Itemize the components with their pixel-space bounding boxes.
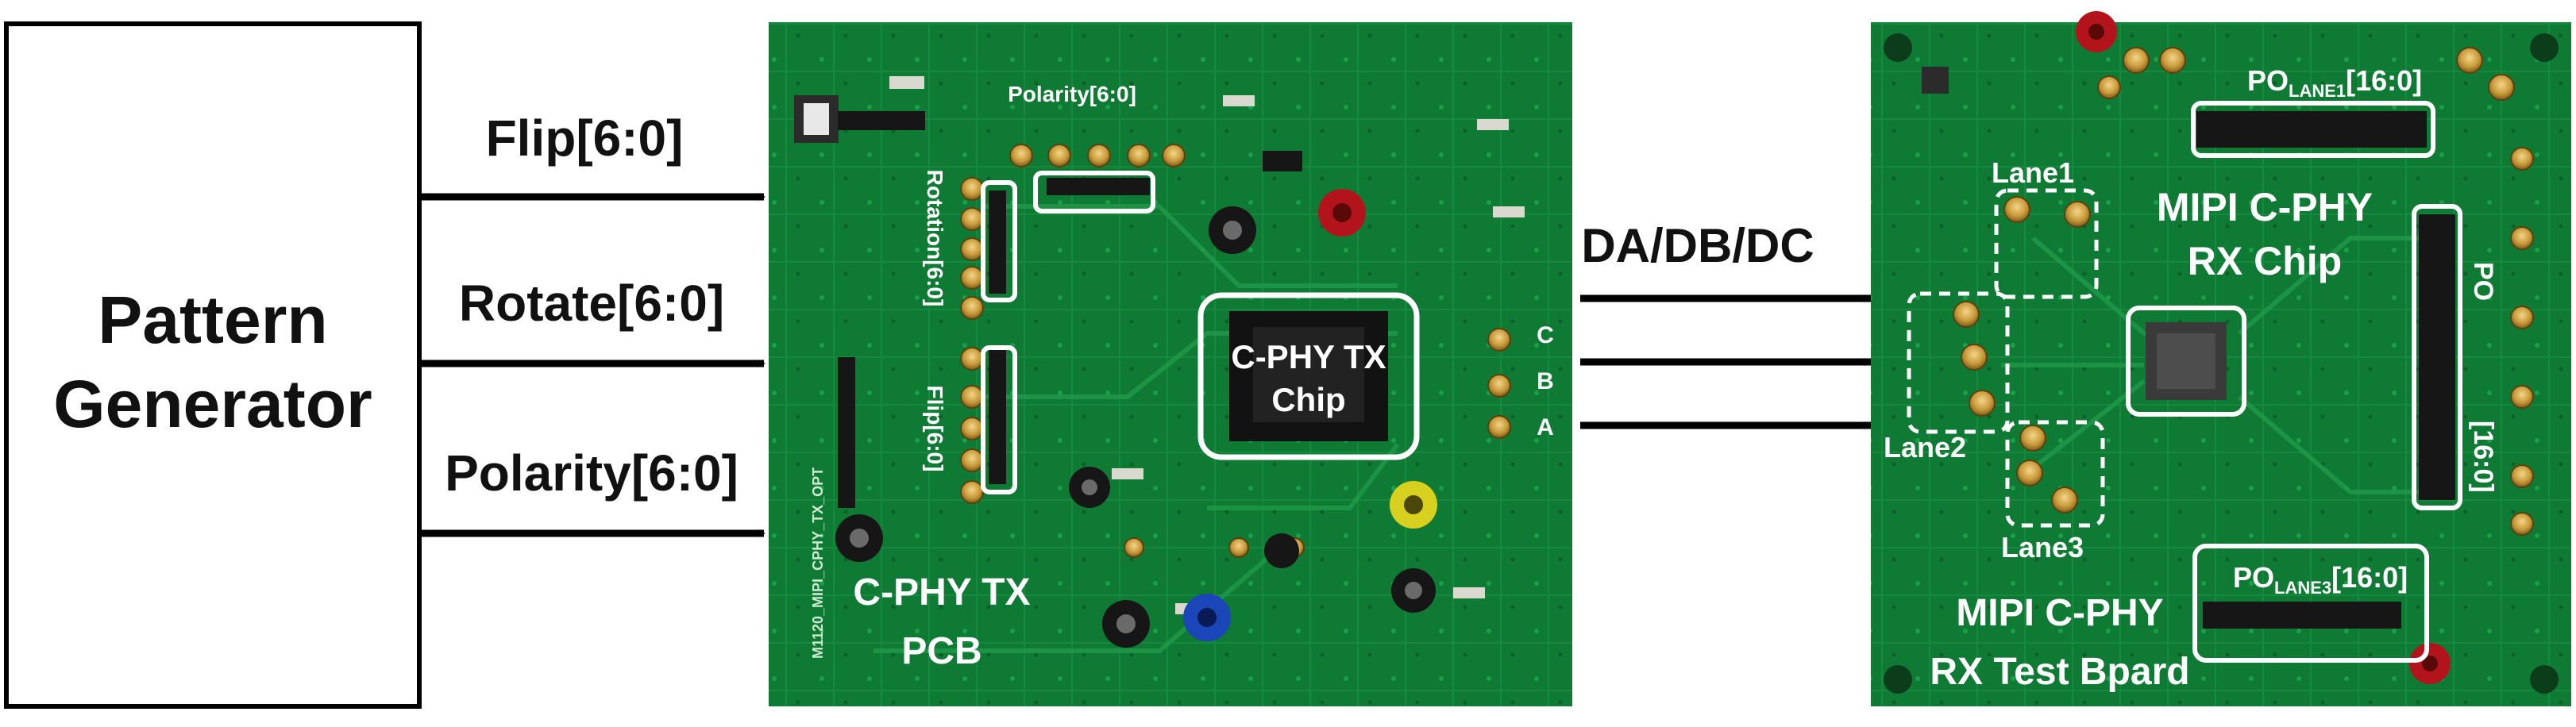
tx-polarity-box (1033, 171, 1155, 213)
tx-flip-label: Flip[6:0] (923, 386, 947, 472)
tx-rotation-box (981, 180, 1017, 302)
rx-chip-label-line1: MIPI C-PHY (2157, 185, 2373, 229)
rx-lane2-box (1907, 291, 2010, 434)
tx-board-label-line1: C-PHY TX (853, 571, 1030, 614)
rx-test-board: POLANE1[16:0] PO [16:0] POLANE3[16:0] La… (1871, 11, 2571, 706)
rx-chip (2126, 306, 2246, 417)
bus-arrows: DA/DB/DC (1580, 219, 1872, 429)
tx-chip-label-line1: C-PHY TX (1231, 338, 1386, 375)
rx-po-lane2-box (2412, 204, 2462, 510)
rx-board-label-line1: MIPI C-PHY (1956, 592, 2163, 634)
tx-board-label-line2: PCB (901, 630, 981, 672)
rx-lane1-box (1994, 188, 2099, 299)
rx-po-lane2-main: PO (2468, 262, 2498, 301)
rx-po-lane1-box (2191, 101, 2435, 158)
tx-polarity-label: Polarity[6:0] (1008, 82, 1136, 106)
tx-flip-box (981, 345, 1017, 494)
rotate-label: Rotate[6:0] (459, 275, 724, 332)
tx-pin-b-label: B (1537, 368, 1554, 394)
rx-po-lane3-label: POLANE3[16:0] (2233, 561, 2408, 598)
rx-chip-label-line2: RX Chip (2188, 239, 2342, 283)
rx-board-label-line2: RX Test Bpard (1930, 651, 2189, 693)
tx-rotation-label: Rotation[6:0] (923, 170, 947, 307)
rx-lane3-label: Lane3 (2001, 531, 2084, 564)
rx-lane1-label: Lane1 (1992, 156, 2074, 189)
rx-lane2-label: Lane2 (1884, 431, 1966, 464)
polarity-label: Polarity[6:0] (445, 444, 738, 502)
pattern-generator-block: Pattern Generator (4, 21, 422, 709)
generator-label-line1: Pattern (98, 283, 327, 357)
input-arrows: Flip[6:0] Rotate[6:0] Polarity[6:0] (421, 110, 765, 537)
generator-label-line2: Generator (53, 367, 372, 441)
tx-pin-a-label: A (1537, 414, 1554, 440)
bus-label: DA/DB/DC (1581, 219, 1814, 272)
tx-pin-c-label: C (1537, 322, 1554, 348)
rx-po-lane2-range: [16:0] (2468, 421, 2498, 493)
rx-po-lane3-box (2192, 544, 2429, 663)
rx-po-lane1-label: POLANE1[16:0] (2247, 64, 2422, 101)
flip-label: Flip[6:0] (486, 110, 684, 167)
tx-banana-jacks (835, 189, 1437, 648)
tx-pcb: Polarity[6:0] Rotation[6:0] Flip[6:0] C-… (769, 22, 1572, 706)
tx-chip: C-PHY TX Chip (1197, 292, 1420, 460)
tx-silkscreen-name: M1120_MIPI_CPHY_TX_OPT (810, 467, 826, 659)
tx-chip-label-line2: Chip (1271, 381, 1345, 418)
